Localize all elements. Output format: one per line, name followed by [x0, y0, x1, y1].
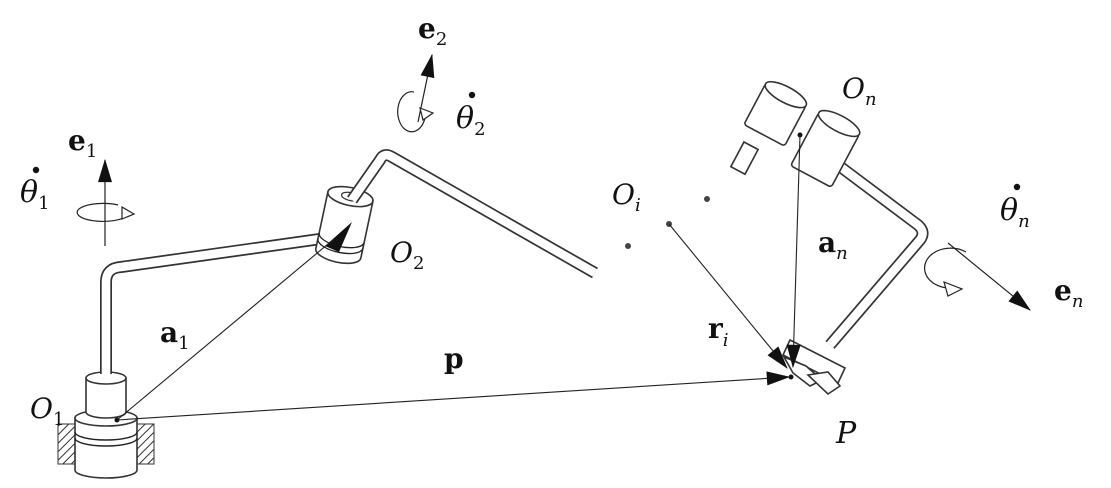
- axis-en: [947, 242, 1031, 311]
- vector-p: [116, 371, 791, 421]
- link-2: [347, 149, 598, 279]
- point-b: [625, 243, 631, 249]
- point-a: [704, 196, 710, 202]
- robot-base: [57, 371, 155, 479]
- rotation-arrow-2: [397, 91, 435, 133]
- point-p: [788, 374, 794, 380]
- label-axis-e1: e1: [68, 124, 97, 162]
- svg-text:θ2: θ2: [456, 101, 486, 140]
- vector-a1: [116, 238, 335, 421]
- rotation-arrow-n: [923, 247, 967, 297]
- base-cylinder: [74, 417, 138, 479]
- svg-text:θn: θn: [1000, 193, 1030, 232]
- label-theta2: θ2: [456, 91, 486, 140]
- label-p-point: P: [835, 416, 857, 451]
- label-vector-an: an: [818, 226, 848, 264]
- label-axis-en: en: [1054, 274, 1083, 312]
- vector-an: [786, 134, 801, 369]
- joint-2: [315, 185, 374, 265]
- label-o2: O2: [390, 236, 424, 274]
- label-o1: O1: [30, 392, 64, 430]
- label-thetan: θn: [1000, 183, 1030, 232]
- svg-text:θ1: θ1: [20, 175, 50, 214]
- joint2-cone: [325, 222, 352, 252]
- label-vector-p: p: [444, 342, 464, 375]
- end-effector: [781, 338, 847, 396]
- label-axis-e2: e2: [418, 12, 447, 50]
- label-theta1: θ1: [20, 166, 50, 214]
- joint-n: [729, 80, 861, 188]
- link-1: [100, 233, 321, 374]
- rotation-arrow-1: [76, 202, 136, 222]
- label-on: On: [842, 72, 877, 110]
- label-vector-ri: ri: [708, 312, 729, 351]
- label-oi: Oi: [612, 178, 641, 216]
- vector-ri: [668, 223, 788, 369]
- label-vector-a1: a1: [160, 316, 190, 354]
- link-n: [825, 160, 929, 349]
